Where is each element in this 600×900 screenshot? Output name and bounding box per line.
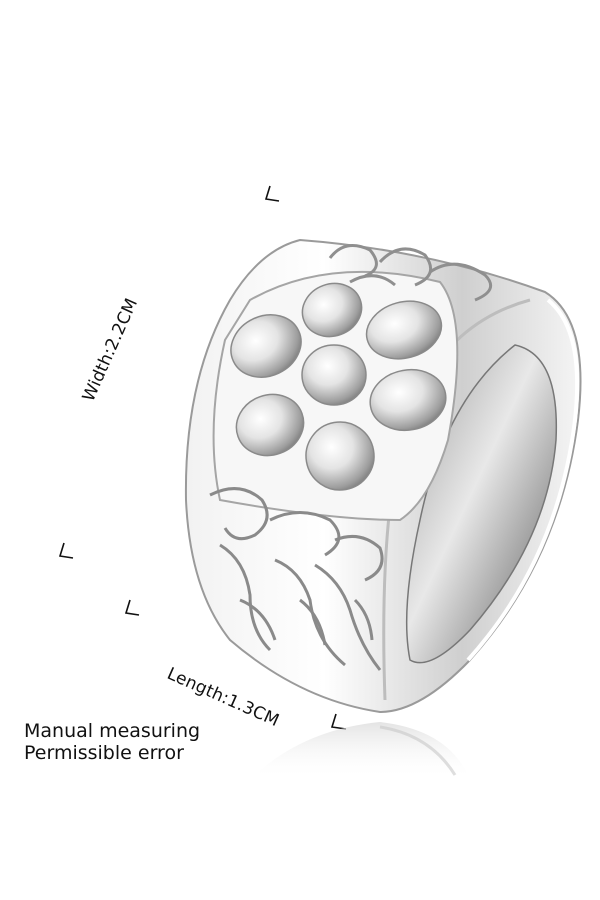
ring [184,238,582,714]
measurement-note-line1: Manual measuring [24,720,201,742]
filigree-side [209,487,384,671]
flower-motif [230,282,447,491]
filigree-top [328,244,493,302]
dimension-marks [58,185,347,730]
ring-reflection [250,722,470,780]
measurement-note-line2: Permissible error [24,742,184,764]
